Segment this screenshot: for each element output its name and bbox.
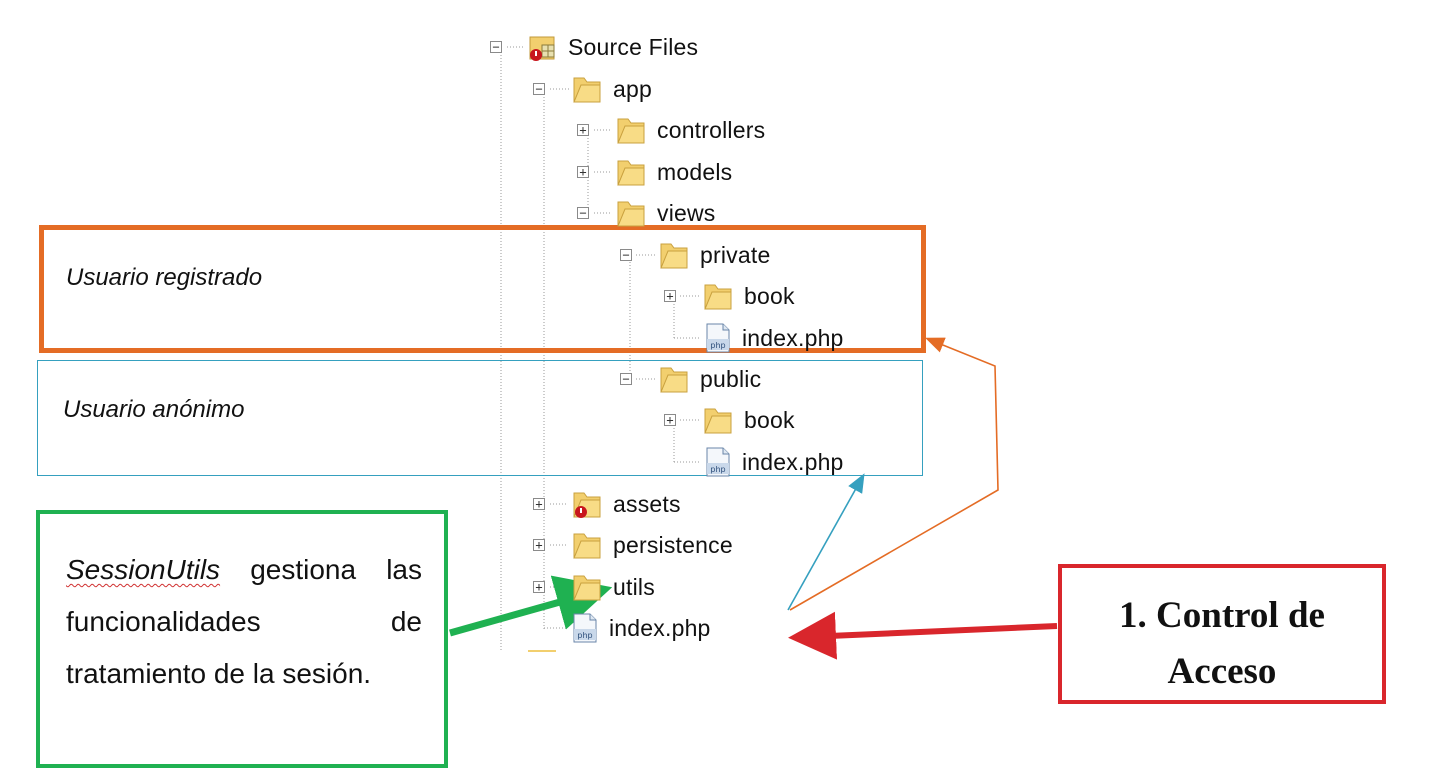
tree-label: book <box>744 282 795 309</box>
collapse-icon[interactable]: − <box>577 207 589 219</box>
tree-node-models[interactable]: + models <box>577 155 732 189</box>
expand-icon[interactable]: + <box>664 290 676 302</box>
tree-label: assets <box>613 490 681 517</box>
expand-icon[interactable]: + <box>533 581 545 593</box>
svg-text:php: php <box>710 465 725 474</box>
tree-node-root-index[interactable]: php index.php <box>533 611 711 645</box>
teal-arrow <box>787 473 865 611</box>
folder-error-icon <box>573 492 601 518</box>
tree-node-private-book[interactable]: + book <box>664 279 795 313</box>
php-file-icon: php <box>573 613 597 643</box>
tree-label: models <box>657 158 733 185</box>
tree-node-utils[interactable]: + utils <box>533 570 655 604</box>
tree-node-views[interactable]: − views <box>577 196 716 230</box>
collapse-icon[interactable]: − <box>620 249 632 261</box>
collapse-icon[interactable]: − <box>490 41 502 53</box>
orange-arrow <box>789 337 999 611</box>
folder-icon <box>573 575 601 601</box>
expand-icon[interactable]: + <box>577 124 589 136</box>
tree-label: Source Files <box>568 33 699 60</box>
tree-label: private <box>700 241 771 268</box>
tree-node-private[interactable]: − private <box>620 238 770 272</box>
folder-icon <box>660 367 688 393</box>
collapse-icon[interactable]: − <box>533 83 545 95</box>
source-files-icon <box>529 36 555 61</box>
tree-label: app <box>613 75 652 102</box>
tree-label: persistence <box>613 531 733 558</box>
php-file-icon: php <box>706 323 730 353</box>
folder-icon <box>704 284 732 310</box>
tree-label: index.php <box>742 448 844 475</box>
tree-node-public-index[interactable]: php index.php <box>664 445 844 479</box>
session-utils-name: SessionUtils <box>66 554 221 585</box>
tree-label: book <box>744 406 795 433</box>
folder-icon <box>573 533 601 559</box>
tree-label: views <box>657 199 716 226</box>
tree-node-private-index[interactable]: php index.php <box>664 321 844 355</box>
tree-label: controllers <box>657 116 766 143</box>
folder-icon <box>573 77 601 103</box>
tree-node-source-files[interactable]: − Source Files <box>490 30 698 64</box>
tree-node-app[interactable]: − app <box>533 72 652 106</box>
expand-icon[interactable]: + <box>533 539 545 551</box>
tree-node-public-book[interactable]: + book <box>664 403 795 437</box>
svg-text:php: php <box>577 631 592 640</box>
registered-user-label: Usuario registrado <box>66 264 263 291</box>
collapse-icon[interactable]: − <box>620 373 632 385</box>
session-utils-description: gestiona las funcionalidades de tratamie… <box>66 554 422 689</box>
green-arrow <box>449 575 613 637</box>
tree-node-persistence[interactable]: + persistence <box>533 528 733 562</box>
access-control-box: 1. Control de Acceso <box>1058 564 1386 704</box>
folder-icon <box>617 201 645 227</box>
anonymous-user-label: Usuario anónimo <box>63 396 245 423</box>
registered-user-box <box>39 225 926 353</box>
tree-node-assets[interactable]: + assets <box>533 487 681 521</box>
php-file-icon: php <box>706 447 730 477</box>
tree-label: index.php <box>742 324 844 351</box>
folder-icon <box>704 408 732 434</box>
expand-icon[interactable]: + <box>664 414 676 426</box>
tree-node-public[interactable]: − public <box>620 362 761 396</box>
folder-icon <box>617 118 645 144</box>
tree-label: utils <box>613 573 655 600</box>
red-arrow <box>788 611 1058 660</box>
folder-icon <box>617 160 645 186</box>
session-utils-text: SessionUtils gestiona las funcionalidade… <box>66 544 422 700</box>
access-control-label: 1. Control de Acceso <box>1119 595 1325 692</box>
svg-text:php: php <box>710 341 725 350</box>
tree-label: public <box>700 365 762 392</box>
tree-node-controllers[interactable]: + controllers <box>577 113 765 147</box>
anonymous-user-box <box>37 360 923 476</box>
expand-icon[interactable]: + <box>533 498 545 510</box>
tree-label: index.php <box>609 614 711 641</box>
expand-icon[interactable]: + <box>577 166 589 178</box>
session-utils-box: SessionUtils gestiona las funcionalidade… <box>36 510 448 768</box>
folder-icon <box>660 243 688 269</box>
